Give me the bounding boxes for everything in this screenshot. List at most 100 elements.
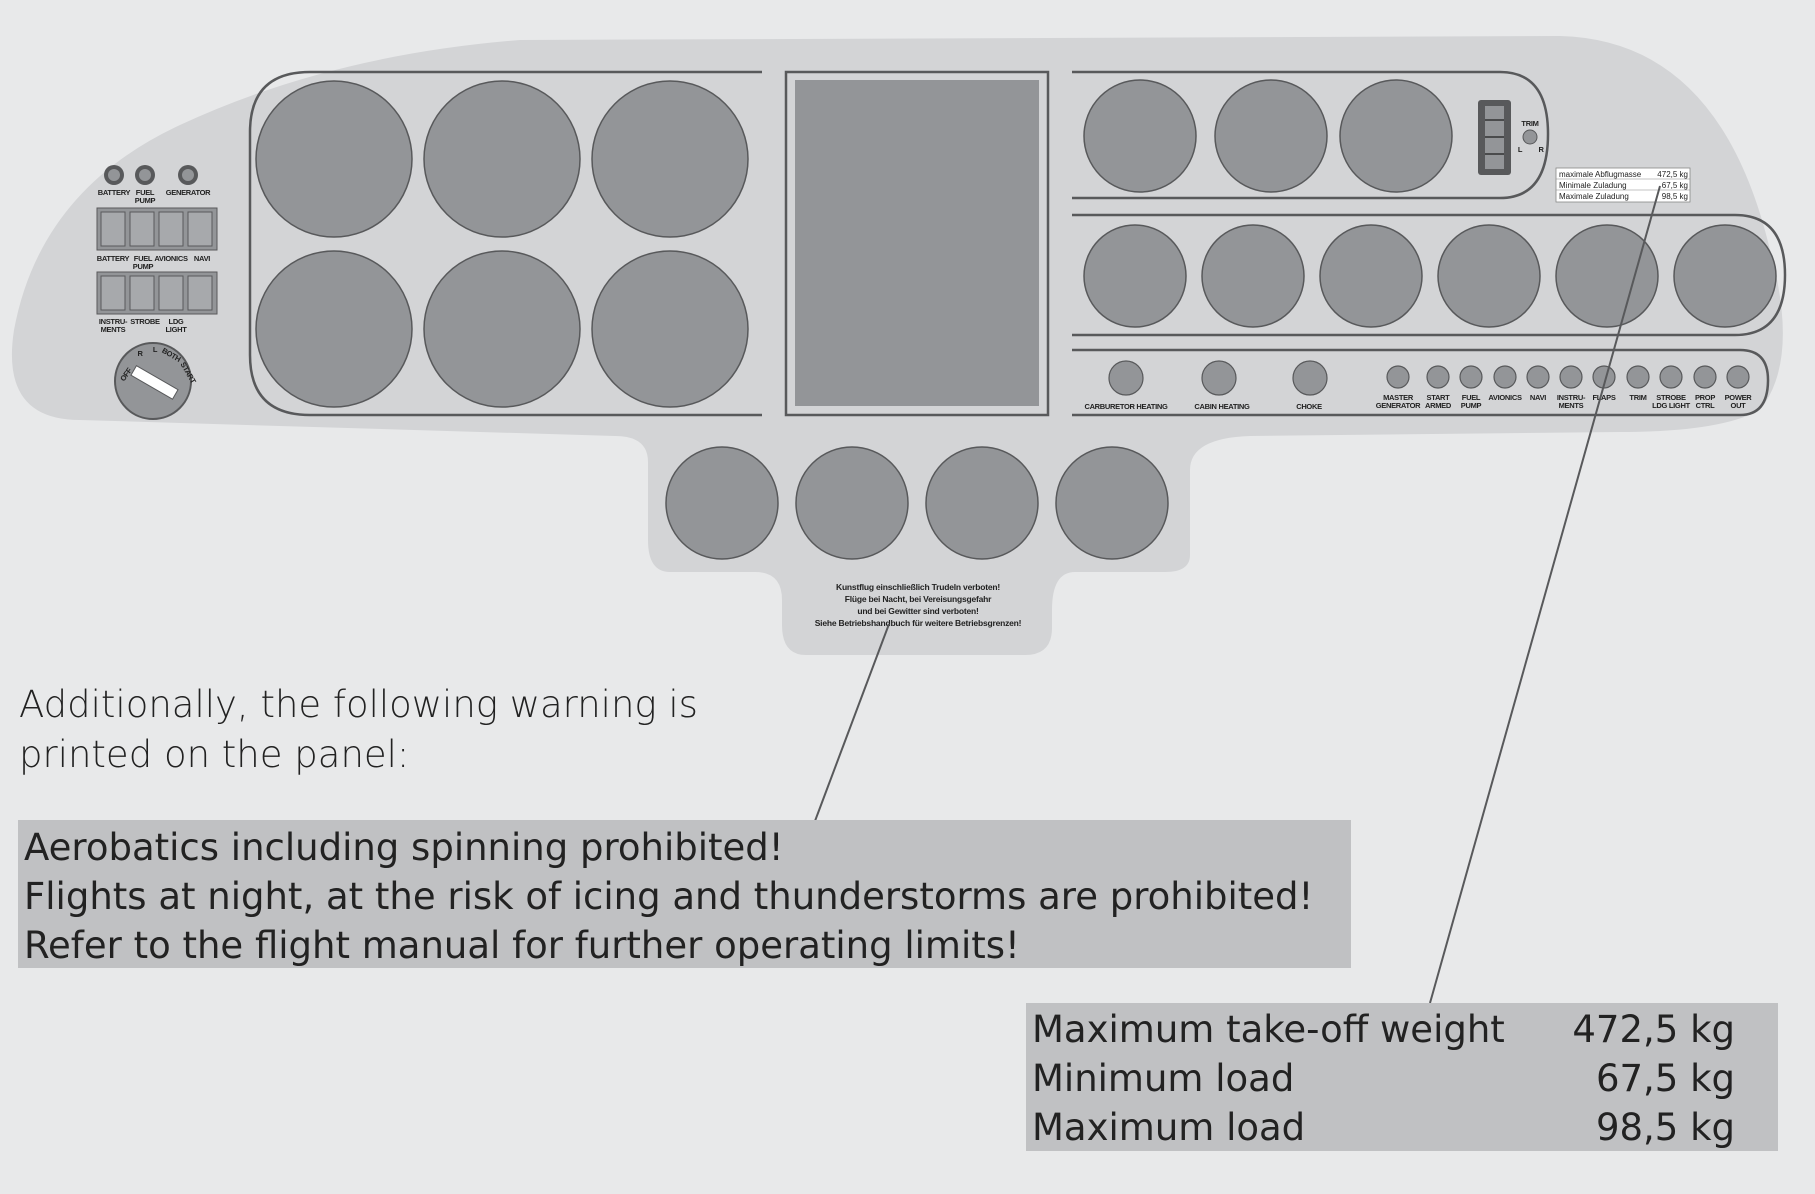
rocker-switches-row2 [96, 271, 218, 315]
gauge [1083, 224, 1187, 328]
limit-label: Minimum load [1032, 1057, 1295, 1100]
german-warning-line: und bei Gewitter sind verboten! [857, 606, 979, 616]
gauge [255, 80, 413, 238]
breaker-label: NAVI [1530, 393, 1546, 402]
rocker-switch[interactable] [129, 275, 155, 311]
gauge [1555, 224, 1659, 328]
center-display [795, 80, 1039, 406]
gauge [1201, 224, 1305, 328]
breaker[interactable] [1726, 365, 1750, 389]
left-cluster-outline [248, 70, 762, 417]
right-upper-outline [1072, 70, 1550, 200]
pull-knob-label: CHOKE [1296, 402, 1322, 411]
plate-label: maximale Abflugmasse [1559, 170, 1642, 179]
plate-label: Maximale Zuladung [1559, 192, 1629, 201]
breaker[interactable] [1626, 365, 1650, 389]
breaker[interactable] [1426, 365, 1450, 389]
rocker-label: NAVI [194, 254, 210, 263]
warning-line: Flights at night, at the risk of icing a… [24, 875, 1314, 918]
right-top-gauges [1083, 79, 1453, 193]
right-middle-outline [1072, 213, 1787, 337]
left-gauges [255, 80, 749, 408]
limits-box: Maximum take-off weight 472,5 kg Minimum… [1026, 1003, 1778, 1151]
limits-row: Minimum load 67,5 kg [1032, 1054, 1735, 1103]
carb-heat-knob[interactable] [1108, 360, 1144, 396]
caption-line: Additionally, the following warning is [19, 683, 698, 726]
weight-plate: maximale Abflugmasse 472,5 kg Minimale Z… [1555, 167, 1691, 203]
breaker[interactable] [1693, 365, 1717, 389]
plate-value: 472,5 kg [1657, 170, 1688, 179]
breaker-label: INSTRU-MENTS [1557, 393, 1586, 410]
trim-right-label: R [1538, 145, 1544, 154]
rocker-label: BATTERY [97, 254, 130, 263]
switch-label: BATTERY [98, 188, 131, 197]
right-middle-gauges [1083, 224, 1777, 328]
bottom-gauges [665, 446, 1169, 560]
plate-label: Minimale Zuladung [1559, 181, 1627, 190]
rocker-switch[interactable] [100, 211, 126, 247]
rocker-switches-row1 [96, 207, 218, 251]
trim-left-label: L [1518, 145, 1523, 154]
gauge [1673, 224, 1777, 328]
fuel-selector-label: R [137, 349, 143, 358]
pull-knob-label: CARBURETOR HEATING [1084, 402, 1168, 411]
gauge [591, 80, 749, 238]
gauge [1319, 224, 1423, 328]
limits-row: Maximum load 98,5 kg [1032, 1103, 1735, 1152]
limit-label: Maximum take-off weight [1032, 1008, 1505, 1051]
breaker[interactable] [1386, 365, 1410, 389]
gauge [423, 250, 581, 408]
breaker[interactable] [1459, 365, 1483, 389]
breaker-label: FLAPS [1592, 393, 1615, 402]
breaker-label: AVIONICS [1488, 393, 1522, 402]
breaker[interactable] [1559, 365, 1583, 389]
gauge [1055, 446, 1169, 560]
rocker-switch[interactable] [129, 211, 155, 247]
breaker[interactable] [1659, 365, 1683, 389]
breaker[interactable] [1526, 365, 1550, 389]
breaker[interactable] [1493, 365, 1517, 389]
center-display-frame [784, 70, 1050, 417]
leader-line-plate [1429, 185, 1661, 1004]
circuit-breakers [1386, 365, 1750, 389]
gauge [795, 446, 909, 560]
choke-knob[interactable] [1292, 360, 1328, 396]
rocker-switch[interactable] [158, 275, 184, 311]
gauge [255, 250, 413, 408]
caption: Additionally, the following warning is p… [19, 680, 698, 780]
gauge [925, 446, 1039, 560]
right-lower-outline [1072, 348, 1770, 417]
pull-knobs [1108, 360, 1328, 396]
rocker-switch[interactable] [187, 211, 213, 247]
rocker-label: INSTRU-MENTS [99, 317, 128, 334]
trim-title: TRIM [1521, 119, 1538, 128]
gauge [665, 446, 779, 560]
limit-label: Maximum load [1032, 1106, 1306, 1149]
rocker-switch[interactable] [158, 211, 184, 247]
warning-translation-box: Aerobatics including spinning prohibited… [18, 820, 1351, 968]
rocker-label: STROBE [130, 317, 160, 326]
german-warning-line: Kunstflug einschließlich Trudeln verbote… [836, 582, 1000, 592]
plate-value: 98,5 kg [1662, 192, 1688, 201]
trim-indicator [1478, 100, 1538, 175]
rocker-label: AVIONICS [154, 254, 188, 263]
gauge [591, 250, 749, 408]
warning-line: Aerobatics including spinning prohibited… [24, 826, 784, 869]
fuel-selector-label: L [153, 345, 158, 354]
fuel-selector[interactable] [114, 342, 192, 420]
rocker-switch[interactable] [187, 275, 213, 311]
cabin-heat-knob[interactable] [1201, 360, 1237, 396]
warning-line: Refer to the flight manual for further o… [24, 924, 1020, 967]
rocker-switch[interactable] [100, 275, 126, 311]
limit-value: 67,5 kg [1595, 1057, 1735, 1100]
limits-row: Maximum take-off weight 472,5 kg [1032, 1005, 1735, 1054]
